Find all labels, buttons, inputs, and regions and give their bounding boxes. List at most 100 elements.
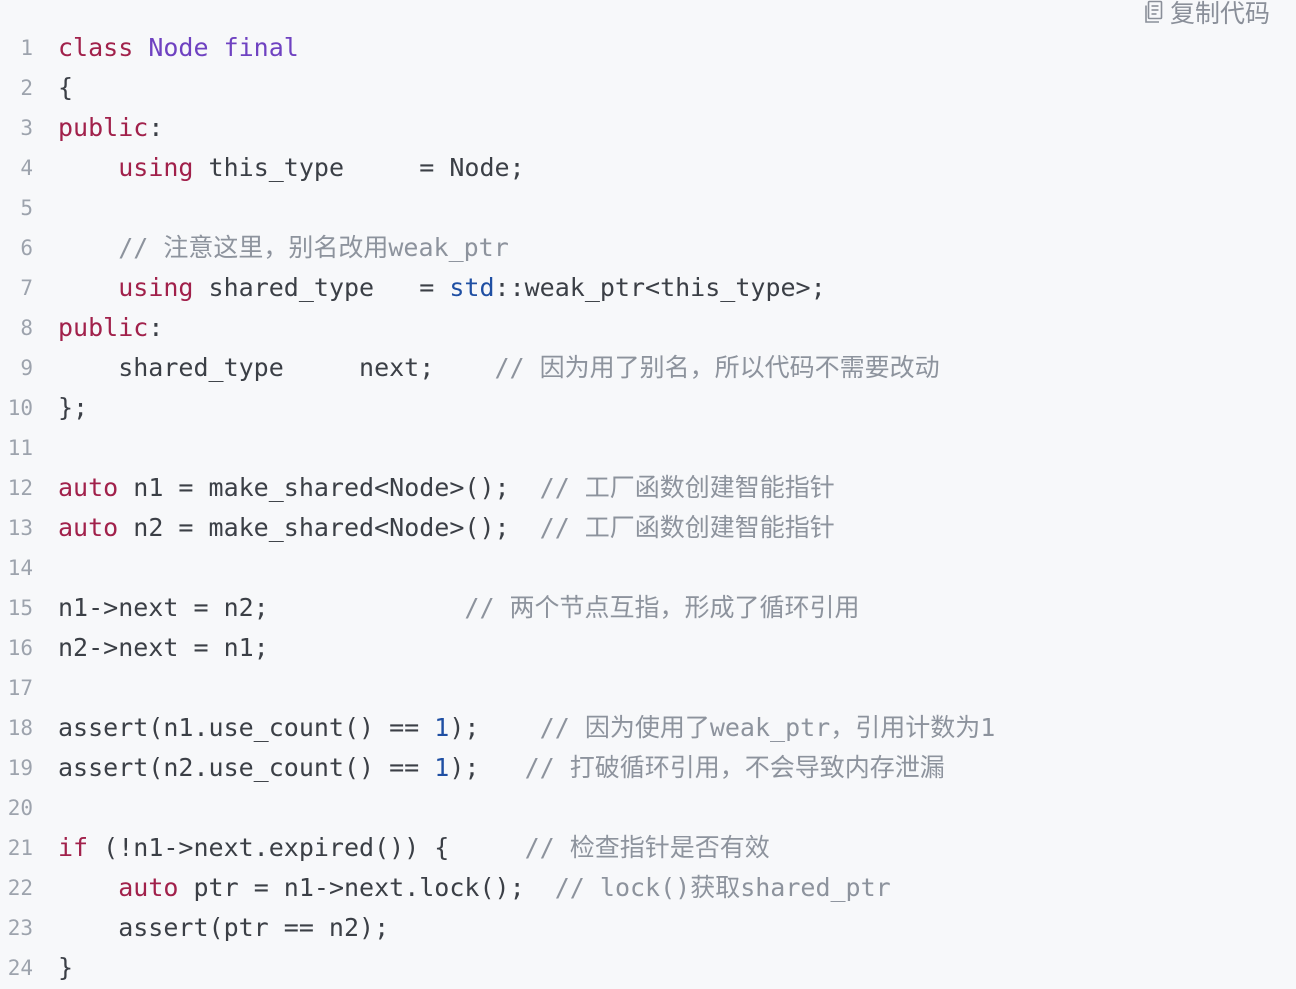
- code-token: [58, 233, 118, 262]
- code-token: );: [449, 713, 540, 742]
- code-token: [58, 273, 118, 302]
- line-source: class Node final: [58, 28, 299, 68]
- namespace-token: std: [449, 273, 495, 302]
- line-number: 12: [7, 476, 33, 500]
- line-source: n2->next = n1;: [58, 628, 269, 668]
- line-source: n1->next = n2; // 两个节点互指，形成了循环引用: [58, 588, 860, 628]
- line-source: assert(ptr == n2);: [58, 908, 389, 948]
- keyword-token: public: [58, 313, 149, 342]
- line-number: 14: [7, 556, 33, 580]
- line-number: 9: [20, 356, 33, 380]
- code-token: :: [148, 313, 164, 342]
- line-source: using this_type = Node;: [58, 148, 524, 188]
- keyword-token: if: [58, 833, 89, 862]
- line-source: };: [58, 388, 88, 428]
- code-token: }: [58, 953, 74, 982]
- code-token: assert(n2.use_count() ==: [58, 753, 435, 782]
- line-source: public:: [58, 108, 163, 148]
- line-number: 11: [7, 436, 33, 460]
- line-source: // 注意这里，别名改用weak_ptr: [58, 228, 509, 268]
- code-line: 24}: [0, 948, 1296, 988]
- copy-code-button[interactable]: 复制代码: [1144, 0, 1270, 30]
- line-number: 21: [7, 836, 33, 860]
- code-token: [58, 873, 118, 902]
- code-token: ptr = n1->next.lock();: [178, 873, 555, 902]
- line-source: shared_type next; // 因为用了别名，所以代码不需要改动: [58, 348, 940, 388]
- code-line: 18 assert(n1.use_count() == 1); // 因为使用了w…: [0, 708, 1296, 748]
- line-source: }: [58, 948, 73, 988]
- code-token: shared_type =: [193, 273, 450, 302]
- code-line: 17: [0, 668, 1296, 708]
- comment-token: // 注意这里，别名改用weak_ptr: [118, 233, 509, 262]
- clipboard-icon: [1144, 0, 1164, 24]
- code-token: assert(ptr == n2);: [58, 913, 390, 942]
- line-number: 7: [20, 276, 33, 300]
- keyword-token: auto: [118, 873, 179, 902]
- code-token: assert(n1.use_count() ==: [58, 713, 435, 742]
- code-token: :: [148, 113, 164, 142]
- comment-token: // 因为使用了weak_ptr，引用计数为1: [539, 713, 996, 742]
- comment-token: // 打破循环引用，不会导致内存泄漏: [524, 753, 945, 782]
- code-token: shared_type next;: [58, 353, 495, 382]
- code-line: 21 if (!n1->next.expired()) { // 检查指针是否有效: [0, 828, 1296, 868]
- line-source: public:: [58, 308, 163, 348]
- code-token: [58, 153, 118, 182]
- keyword-token: public: [58, 113, 149, 142]
- number-token: 1: [434, 713, 450, 742]
- code-token: n1->next = n2;: [58, 593, 465, 622]
- code-line: 14: [0, 548, 1296, 588]
- code-line: 7 using shared_type = std::weak_ptr<this…: [0, 268, 1296, 308]
- comment-token: // 检查指针是否有效: [524, 833, 770, 862]
- line-number: 22: [7, 876, 33, 900]
- code-line: 10};: [0, 388, 1296, 428]
- comment-token: // 因为用了别名，所以代码不需要改动: [494, 353, 940, 382]
- code-token: [133, 33, 148, 62]
- line-source: auto n1 = make_shared<Node>(); // 工厂函数创建…: [58, 468, 835, 508]
- line-source: assert(n2.use_count() == 1); // 打破循环引用，不…: [58, 748, 945, 788]
- code-line: 6 // 注意这里，别名改用weak_ptr: [0, 228, 1296, 268]
- code-token: n2 = make_shared<Node>();: [118, 513, 540, 542]
- code-line: 8 public:: [0, 308, 1296, 348]
- line-source: using shared_type = std::weak_ptr<this_t…: [58, 268, 825, 308]
- code-line: 2{: [0, 68, 1296, 108]
- line-number: 6: [20, 236, 33, 260]
- code-line: 12 auto n1 = make_shared<Node>(); // 工厂函数…: [0, 468, 1296, 508]
- number-token: 1: [434, 753, 450, 782]
- code-line: 1 class Node final: [0, 28, 1296, 68]
- code-line: 11: [0, 428, 1296, 468]
- line-source: auto n2 = make_shared<Node>(); // 工厂函数创建…: [58, 508, 835, 548]
- line-number: 2: [20, 76, 33, 100]
- line-number: 23: [7, 916, 33, 940]
- keyword-token: auto: [58, 473, 119, 502]
- comment-token: // lock()获取shared_ptr: [554, 873, 891, 902]
- code-line: 22 auto ptr = n1->next.lock(); // lock()…: [0, 868, 1296, 908]
- code-token: {: [58, 73, 74, 102]
- line-number: 3: [20, 116, 33, 140]
- line-number: 4: [20, 156, 33, 180]
- comment-token: // 两个节点互指，形成了循环引用: [464, 593, 860, 622]
- keyword-token: using: [118, 273, 194, 302]
- code-line: 4 using this_type = Node;: [0, 148, 1296, 188]
- code-token: n1 = make_shared<Node>();: [118, 473, 540, 502]
- line-number: 10: [7, 396, 33, 420]
- line-number: 8: [20, 316, 33, 340]
- code-line: 23 assert(ptr == n2);: [0, 908, 1296, 948]
- line-number: 19: [7, 756, 33, 780]
- keyword-token: using: [118, 153, 194, 182]
- code-token: };: [58, 393, 89, 422]
- code-line: 16 n2->next = n1;: [0, 628, 1296, 668]
- line-number: 16: [7, 636, 33, 660]
- line-number: 17: [7, 676, 33, 700]
- comment-token: // 工厂函数创建智能指针: [539, 513, 835, 542]
- code-line: 3 public:: [0, 108, 1296, 148]
- line-source: assert(n1.use_count() == 1); // 因为使用了wea…: [58, 708, 995, 748]
- code-line: 5: [0, 188, 1296, 228]
- line-number: 1: [20, 36, 33, 60]
- code-token: n2->next = n1;: [58, 633, 269, 662]
- line-number: 15: [7, 596, 33, 620]
- line-number: 18: [7, 716, 33, 740]
- copy-code-label: 复制代码: [1169, 0, 1270, 28]
- line-source: if (!n1->next.expired()) { // 检查指针是否有效: [58, 828, 770, 868]
- keyword-token: class: [58, 33, 134, 62]
